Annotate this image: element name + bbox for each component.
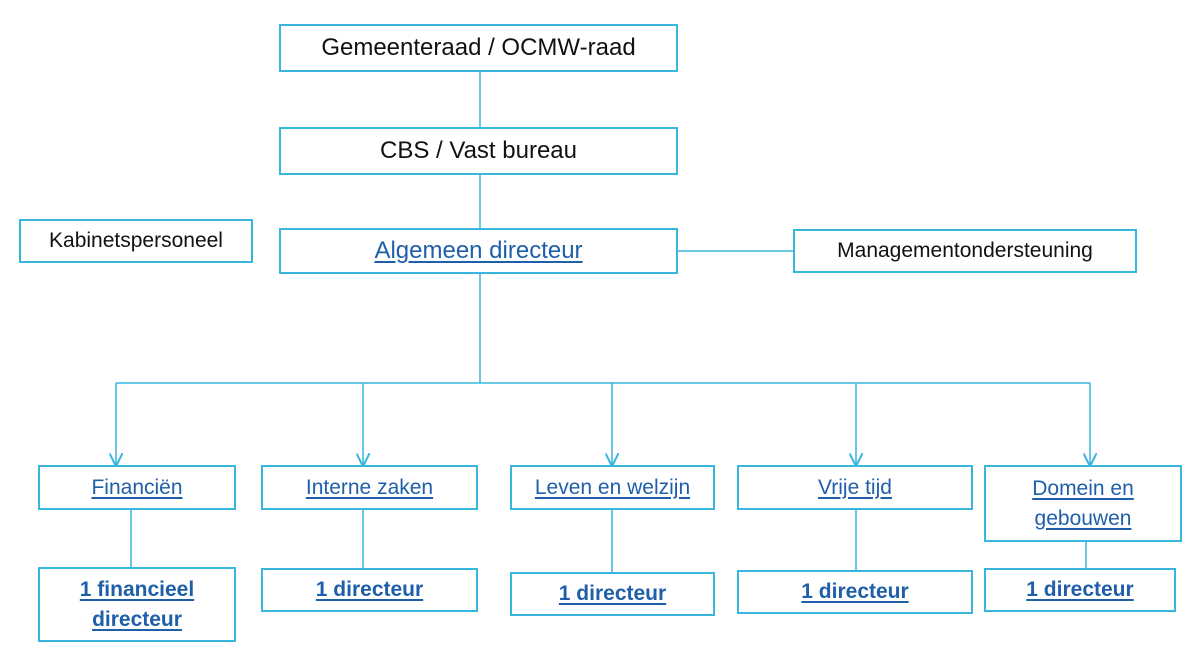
management-support-box: Managementondersteuning	[793, 229, 1137, 273]
head-box-vrije-tijd[interactable]: 1 directeur	[737, 570, 973, 614]
head-box-interne-zaken[interactable]: 1 directeur	[261, 568, 478, 612]
head-box-leven-welzijn[interactable]: 1 directeur	[510, 572, 715, 616]
department-box-financien[interactable]: Financiën	[38, 465, 236, 510]
head-link-leven-welzijn[interactable]: 1 directeur	[558, 582, 667, 605]
head-link-vrije-tijd[interactable]: 1 directeur	[801, 580, 909, 603]
department-link-financien[interactable]: Financiën	[91, 475, 183, 499]
board-box: CBS / Vast bureau	[279, 127, 678, 175]
head-link-interne-zaken[interactable]: 1 directeur	[315, 578, 424, 601]
head-link-domein-gebouwen[interactable]: 1 directeur	[1026, 578, 1134, 601]
department-link-vrije-tijd[interactable]: Vrije tijd	[818, 475, 892, 499]
director-link[interactable]: Algemeen directeur	[374, 237, 583, 264]
head-box-financien[interactable]: 1 financieel directeur	[38, 567, 236, 642]
board-label: CBS / Vast bureau	[380, 137, 577, 164]
department-box-leven-welzijn[interactable]: Leven en welzijn	[510, 465, 715, 510]
department-link-leven-welzijn[interactable]: Leven en welzijn	[534, 475, 691, 499]
department-link-domein-gebouwen[interactable]: Domein en gebouwen	[1032, 476, 1134, 530]
management-support-label: Managementondersteuning	[837, 239, 1093, 262]
department-box-interne-zaken[interactable]: Interne zaken	[261, 465, 478, 510]
department-box-domein-gebouwen[interactable]: Domein en gebouwen	[984, 465, 1182, 542]
council-label: Gemeenteraad / OCMW-raad	[321, 34, 636, 61]
director-box[interactable]: Algemeen directeur	[279, 228, 678, 274]
head-link-financien[interactable]: 1 financieel directeur	[79, 577, 195, 631]
head-box-domein-gebouwen[interactable]: 1 directeur	[984, 568, 1176, 612]
cabinet-staff-label: Kabinetspersoneel	[49, 229, 223, 252]
department-box-vrije-tijd[interactable]: Vrije tijd	[737, 465, 973, 510]
council-box: Gemeenteraad / OCMW-raad	[279, 24, 678, 72]
department-link-interne-zaken[interactable]: Interne zaken	[305, 475, 434, 499]
cabinet-staff-box: Kabinetspersoneel	[19, 219, 253, 263]
